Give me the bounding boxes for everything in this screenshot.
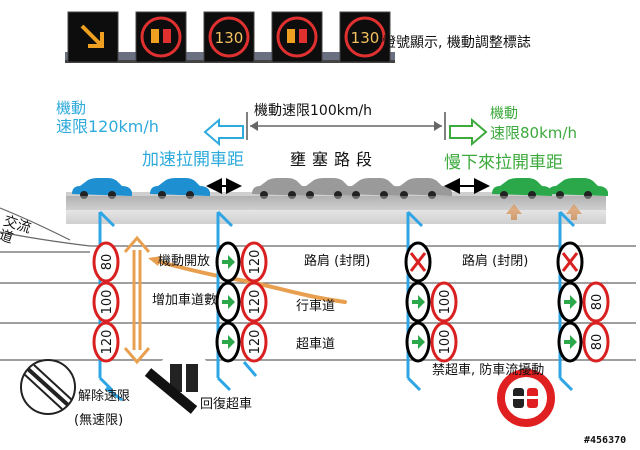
right-speed-line1: 機動 — [490, 106, 518, 122]
sign-columns: 80 100 120 120 120 120 100 100 80 80 — [92, 241, 610, 363]
accelerate-arrow-icon — [203, 117, 244, 147]
lane-open-arrow-icon — [215, 281, 241, 323]
speed-limit-sign: 120 — [240, 281, 268, 323]
gantry-sign-arrow — [67, 11, 119, 63]
speed-limit-value: 100 — [100, 290, 115, 315]
shoulder-open-label: 機動開放 — [158, 254, 211, 269]
shoulder-closed-label-1: 路肩 (封閉) — [304, 254, 371, 269]
lane-closed-x-icon — [556, 241, 584, 283]
lane-open-arrow-icon — [215, 321, 241, 363]
speed-limit-value: 120 — [248, 250, 263, 275]
travel-lane-label: 行車道 — [296, 299, 336, 314]
accelerate-label: 加速拉開車距 — [142, 150, 244, 170]
speed-limit-sign: 120 — [240, 321, 268, 363]
right-speed-line2: 速限80km/h — [490, 124, 577, 142]
speed-limit-value: 80 — [100, 254, 115, 271]
speed-limit-value: 120 — [248, 330, 263, 355]
lane-open-arrow-icon — [557, 321, 583, 363]
gantry-speed-value: 130 — [215, 29, 244, 47]
lane-open-arrow-icon — [557, 281, 583, 323]
speed-limit-sign: 100 — [92, 281, 120, 323]
speed-limit-sign: 120 — [240, 241, 268, 283]
add-lanes-arrow — [123, 235, 151, 365]
speed-limit-sign: 120 — [92, 321, 120, 363]
lane-open-arrow-icon — [215, 241, 241, 283]
add-lanes-label: 增加車道數 — [152, 293, 218, 308]
merge-curve — [158, 260, 347, 304]
lane-open-arrow-icon — [405, 281, 431, 323]
left-speed-line2: 速限120km/h — [56, 117, 159, 136]
speed-limit-sign: 80 — [582, 281, 610, 323]
congestion-label: 壅塞路段 — [290, 150, 379, 169]
watermark: #456370 — [584, 435, 627, 446]
gantry-sign-no-overtaking — [271, 11, 323, 63]
speed-limit-sign: 100 — [430, 281, 458, 323]
left-speed-line1: 機動 — [56, 99, 87, 117]
gantry-sign-no-overtaking — [135, 11, 187, 63]
overtaking-lane-label: 超車道 — [296, 337, 336, 352]
lane-closed-x-icon — [404, 241, 432, 283]
speed-limit-value: 120 — [100, 330, 115, 355]
center-speed-label: 機動速限100km/h — [254, 103, 373, 119]
gantry-speed-value: 130 — [351, 29, 380, 47]
gantry-sign-speed: 130 — [339, 11, 391, 63]
resume-overtaking-label: 回復超車 — [200, 397, 253, 412]
road-top-band — [66, 196, 606, 224]
speed-limit-sign: 80 — [92, 241, 120, 283]
gantry-caption: 燈號顯示, 機動調整標誌 — [382, 35, 531, 51]
resume-overtaking-sign — [144, 340, 214, 414]
gantry-sign-speed: 130 — [203, 11, 255, 63]
lane-open-arrow-icon — [405, 321, 431, 363]
end-limit-sign — [20, 359, 76, 415]
end-limit-line2: (無速限) — [74, 413, 124, 428]
speed-limit-value: 80 — [590, 334, 605, 351]
shoulder-closed-label-2: 路肩 (封閉) — [462, 254, 529, 269]
speed-limit-sign: 80 — [582, 321, 610, 363]
gantry: 130 130 — [65, 11, 395, 63]
end-limit-line1: 解除速限 — [78, 389, 131, 404]
no-overtaking-label: 禁超車, 防車流擾動 — [432, 363, 545, 378]
slow-down-arrow-icon — [449, 117, 488, 147]
slow-down-label: 慢下來拉開車距 — [444, 153, 563, 173]
speed-limit-value: 100 — [438, 290, 453, 315]
speed-limit-value: 100 — [438, 330, 453, 355]
speed-limit-value: 80 — [590, 294, 605, 311]
speed-zone-measure — [246, 112, 446, 140]
speed-limit-sign: 100 — [430, 321, 458, 363]
speed-limit-value: 120 — [248, 290, 263, 315]
no-overtaking-sign — [497, 369, 555, 427]
